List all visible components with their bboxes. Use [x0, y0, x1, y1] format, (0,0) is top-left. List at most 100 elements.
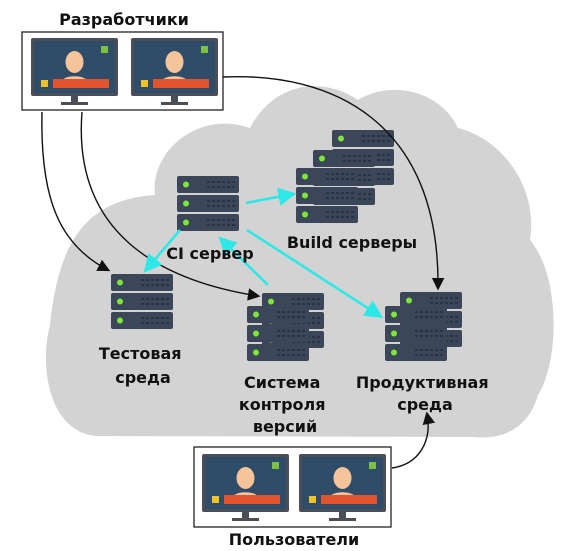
grille-slot: [146, 303, 149, 305]
server-unit-body: [111, 274, 173, 291]
grille-slot: [232, 186, 235, 188]
desk-bar: [153, 79, 209, 88]
grille-slot: [161, 284, 164, 286]
server-unit: [296, 168, 358, 185]
grille-slot: [161, 298, 164, 300]
grille-slot: [455, 321, 458, 323]
server-unit-body: [111, 293, 173, 310]
grille-slot: [212, 181, 215, 183]
server-unit-body: [296, 168, 358, 185]
grille-slot: [430, 316, 433, 318]
status-light: [117, 298, 123, 305]
grille-slot: [146, 284, 149, 286]
grille-slot: [351, 216, 354, 218]
server-grille: [207, 219, 235, 226]
grille-slot: [363, 174, 366, 176]
grille-slot: [207, 205, 210, 207]
monitor-neck: [71, 96, 78, 103]
grille-slot: [351, 178, 354, 180]
server-grille: [207, 181, 235, 188]
grille-slot: [331, 192, 334, 194]
status-light: [117, 279, 123, 286]
grille-slot: [435, 335, 438, 337]
grille-slot: [297, 311, 300, 313]
status-light: [183, 219, 189, 226]
grille-slot: [151, 298, 154, 300]
server-unit-body: [332, 130, 394, 147]
grille-slot: [387, 173, 390, 175]
status-light: [302, 192, 308, 199]
grille-slot: [317, 317, 320, 319]
grille-slot: [212, 200, 215, 202]
grille-slot: [455, 302, 458, 304]
server-grille: [343, 155, 371, 162]
grille-slot: [146, 322, 149, 324]
server-unit-body: [111, 312, 173, 329]
grille-slot: [302, 303, 305, 305]
grille-slot: [227, 186, 230, 188]
grille-slot: [222, 200, 225, 202]
desk-bar: [53, 79, 109, 88]
grille-slot: [156, 322, 159, 324]
grille-slot: [302, 330, 305, 332]
arrow-ci-to-build: [245, 187, 297, 206]
sticky-note-yellow: [309, 496, 316, 503]
grille-slot: [346, 216, 349, 218]
grille-slot: [420, 316, 423, 318]
sticky-note-green: [201, 46, 208, 53]
person-head: [65, 51, 84, 73]
grille-slot: [425, 330, 428, 332]
grille-slot: [282, 330, 285, 332]
grille-slot: [292, 354, 295, 356]
server-grille: [141, 279, 169, 286]
grille-slot: [346, 197, 349, 199]
grille-slot: [151, 303, 154, 305]
grille-slot: [317, 298, 320, 300]
grille-slot: [377, 178, 380, 180]
grille-slot: [146, 279, 149, 281]
server-grille: [362, 135, 390, 142]
grille-slot: [217, 205, 220, 207]
test-env-label-line-1: Тестовая: [99, 344, 182, 363]
grille-slot: [217, 181, 220, 183]
grille-slot: [212, 205, 215, 207]
grille-slot: [282, 316, 285, 318]
desk-bar: [321, 495, 377, 504]
grille-slot: [207, 224, 210, 226]
grille-slot: [363, 179, 366, 181]
server-grille: [326, 192, 354, 199]
grille-slot: [141, 279, 144, 281]
vcs-label-line-1: Система: [244, 373, 320, 392]
grille-slot: [420, 354, 423, 356]
grille-slot: [166, 303, 169, 305]
grille-slot: [358, 198, 361, 200]
grille-slot: [430, 349, 433, 351]
server-unit: [313, 150, 375, 167]
grille-slot: [377, 154, 380, 156]
grille-slot: [141, 303, 144, 305]
grille-slot: [343, 155, 346, 157]
server-unit-body: [385, 344, 447, 361]
server-grille: [415, 349, 443, 356]
server-unit: [247, 325, 309, 342]
grille-slot: [353, 155, 356, 157]
grille-slot: [287, 316, 290, 318]
grille-slot: [440, 297, 443, 299]
vcs-label-line-2: контроля: [239, 395, 326, 414]
grille-slot: [425, 316, 428, 318]
grille-slot: [450, 335, 453, 337]
grille-slot: [450, 321, 453, 323]
grille-slot: [336, 192, 339, 194]
grille-slot: [277, 316, 280, 318]
server-grille: [207, 200, 235, 207]
grille-slot: [326, 178, 329, 180]
grille-slot: [346, 192, 349, 194]
grille-slot: [415, 330, 418, 332]
grille-slot: [348, 155, 351, 157]
server-unit: [177, 195, 239, 212]
grille-slot: [232, 181, 235, 183]
sticky-note-green: [101, 46, 108, 53]
grille-slot: [387, 135, 390, 137]
grille-slot: [166, 317, 169, 319]
grille-slot: [227, 205, 230, 207]
